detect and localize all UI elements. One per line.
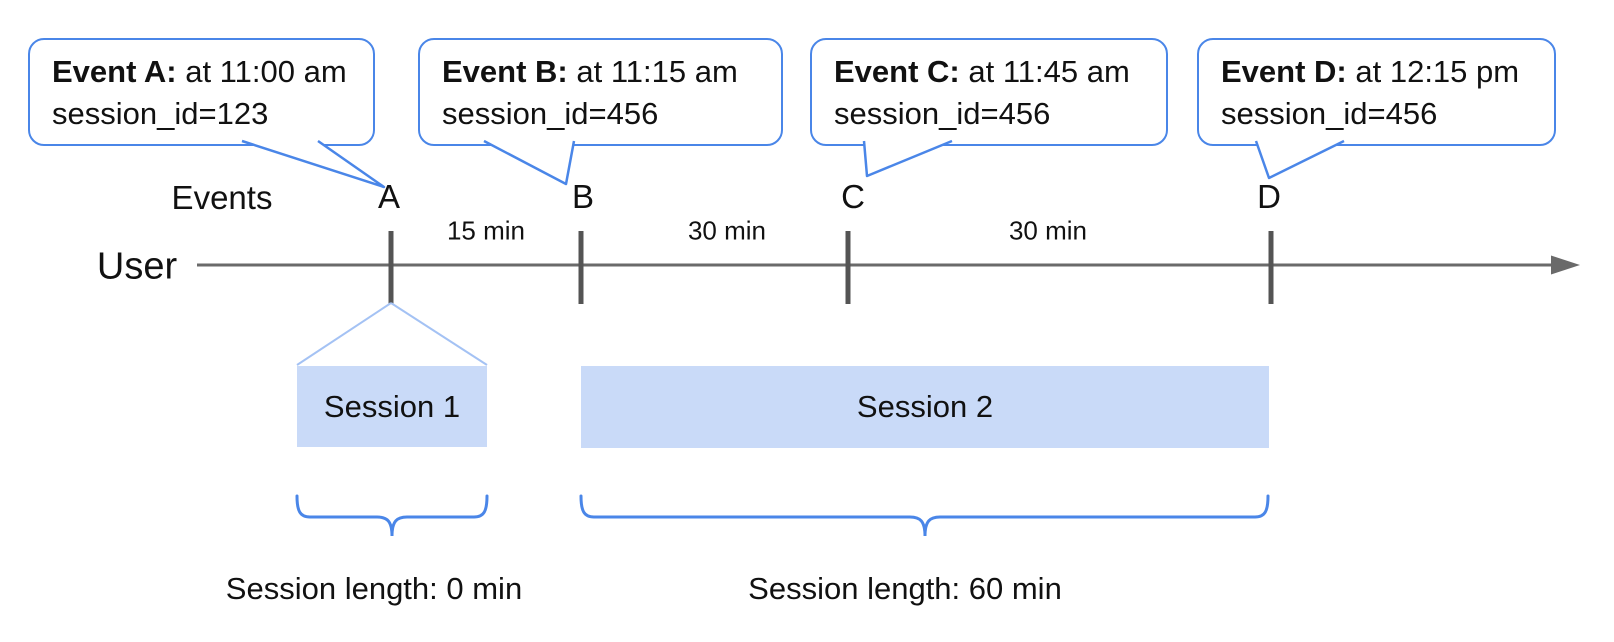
events-row-label: Events <box>171 179 273 216</box>
session1-box: Session 1 <box>297 366 487 447</box>
callout-event-b-line1: Event B: at 11:15 am <box>442 51 781 93</box>
interval-label-b-c: 30 min <box>687 215 767 246</box>
callout-event-c-line1: Event C: at 11:45 am <box>834 51 1166 93</box>
interval-label-a-b: 15 min <box>446 215 526 246</box>
callout-event-c-title: Event C: <box>834 54 960 89</box>
session2-brace <box>579 494 1270 537</box>
user-row-label: User <box>96 245 178 288</box>
session1-brace <box>295 494 489 537</box>
callout-event-c: Event C: at 11:45 am session_id=456 <box>810 38 1168 146</box>
callout-tail-c <box>862 139 953 178</box>
callout-event-b-time: at 11:15 am <box>576 54 738 89</box>
tick-label-c: C <box>841 178 865 215</box>
callout-event-d-session: session_id=456 <box>1221 96 1438 131</box>
callout-event-d: Event D: at 12:15 pm session_id=456 <box>1197 38 1556 146</box>
callout-event-a: Event A: at 11:00 am session_id=123 <box>28 38 375 146</box>
callout-event-d-time: at 12:15 pm <box>1355 54 1520 89</box>
callout-event-d-line1: Event D: at 12:15 pm <box>1221 51 1554 93</box>
tick-label-b: B <box>571 178 595 215</box>
tick-label-d: D <box>1257 178 1281 215</box>
callout-event-a-time: at 11:00 am <box>185 54 347 89</box>
session2-name: Session 2 <box>856 389 994 424</box>
callout-event-b: Event B: at 11:15 am session_id=456 <box>418 38 783 146</box>
callout-event-a-session: session_id=123 <box>52 96 269 131</box>
callout-event-a-title: Event A: <box>52 54 177 89</box>
callout-tail-b <box>483 139 576 186</box>
session1-name: Session 1 <box>323 388 461 424</box>
interval-label-c-d: 30 min <box>1008 215 1088 246</box>
session2-box: Session 2 <box>581 366 1269 448</box>
tick-label-a: A <box>377 178 401 215</box>
callout-event-d-title: Event D: <box>1221 54 1347 89</box>
callout-event-c-session: session_id=456 <box>834 96 1051 131</box>
callout-event-b-title: Event B: <box>442 54 568 89</box>
funnel-right-line <box>390 302 488 366</box>
callout-event-b-session: session_id=456 <box>442 96 659 131</box>
session1-length-label: Session length: 0 min <box>225 571 523 606</box>
callout-event-a-line1: Event A: at 11:00 am <box>52 51 373 93</box>
callout-tail-d <box>1254 139 1345 180</box>
session2-length-label: Session length: 60 min <box>748 571 1062 606</box>
funnel-left-line <box>296 302 392 366</box>
callout-event-c-time: at 11:45 am <box>968 54 1130 89</box>
timeline-arrowhead-icon <box>1551 255 1580 275</box>
